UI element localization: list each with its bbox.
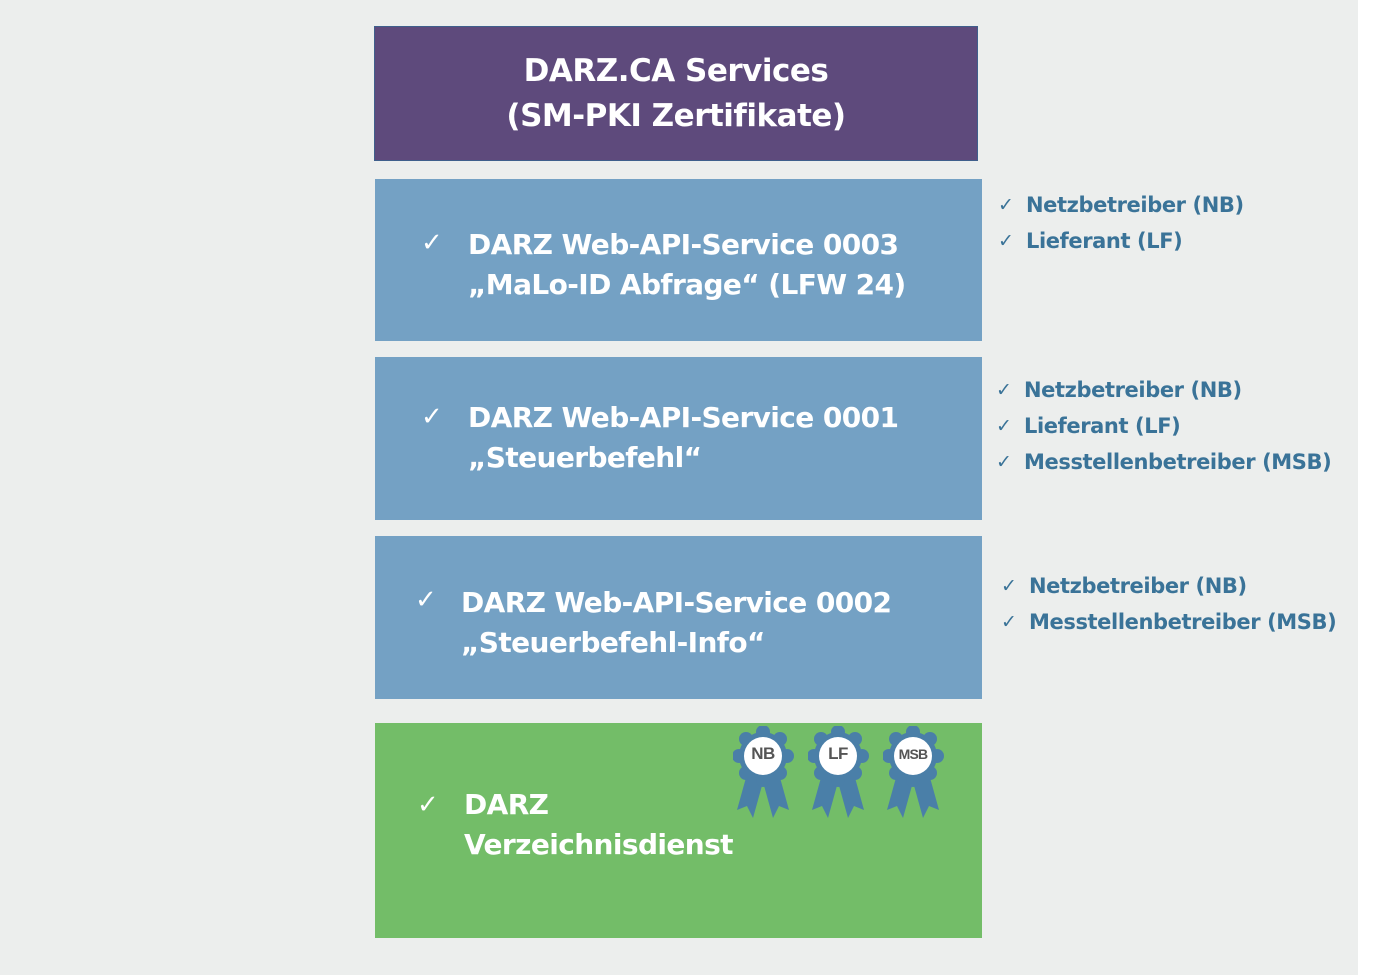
rosette-icon <box>808 726 869 818</box>
service-title: DARZ Web-API-Service 0001 „Steuerbefehl“ <box>468 398 899 478</box>
check-icon: ✓ <box>996 451 1012 473</box>
role-item: ✓ Messtellenbetreiber (MSB) <box>1001 604 1337 640</box>
service-name: DARZ Web-API-Service 0002 <box>461 586 892 619</box>
roles-list-0002: ✓ Netzbetreiber (NB) ✓ Messtellenbetreib… <box>1001 568 1337 640</box>
role-item: ✓ Lieferant (LF) <box>998 223 1244 259</box>
service-box-0001: ✓ DARZ Web-API-Service 0001 „Steuerbefeh… <box>375 357 982 520</box>
service-description: Verzeichnisdienst <box>464 828 734 861</box>
role-label: Messtellenbetreiber (MSB) <box>1024 450 1332 474</box>
service-box-0003: ✓ DARZ Web-API-Service 0003 „MaLo-ID Abf… <box>375 179 982 341</box>
check-icon: ✓ <box>421 402 443 432</box>
service-description: „Steuerbefehl-Info“ <box>461 626 765 659</box>
check-icon: ✓ <box>998 230 1014 252</box>
check-icon: ✓ <box>1001 611 1017 633</box>
badge-label: LF <box>828 744 848 763</box>
check-icon: ✓ <box>421 228 443 258</box>
check-icon: ✓ <box>996 415 1012 437</box>
role-item: ✓ Netzbetreiber (NB) <box>998 187 1244 223</box>
header-title: DARZ.CA Services <box>523 52 829 89</box>
service-title: DARZ Web-API-Service 0002 „Steuerbefehl-… <box>461 583 892 663</box>
role-item: ✓ Messtellenbetreiber (MSB) <box>996 444 1332 480</box>
role-item: ✓ Lieferant (LF) <box>996 408 1331 444</box>
darz-ca-services-header: DARZ.CA Services (SM-PKI Zertifikate) <box>374 26 978 161</box>
service-title: DARZ Verzeichnisdienst <box>464 785 734 865</box>
service-name: DARZ Web-API-Service 0001 <box>468 401 899 434</box>
role-label: Lieferant (LF) <box>1024 414 1181 438</box>
check-icon: ✓ <box>415 585 437 615</box>
rosette-icon <box>733 726 794 818</box>
role-label: Netzbetreiber (NB) <box>1024 378 1242 402</box>
roles-list-0001: ✓ Netzbetreiber (NB) ✓ Lieferant (LF) ✓ … <box>996 372 1332 480</box>
award-badge-icon: NB <box>733 726 797 822</box>
service-description: „MaLo-ID Abfrage“ (LFW 24) <box>468 268 906 301</box>
check-icon: ✓ <box>1001 575 1017 597</box>
role-label: Netzbetreiber (NB) <box>1029 574 1247 598</box>
service-box-0002: ✓ DARZ Web-API-Service 0002 „Steuerbefeh… <box>375 536 982 699</box>
award-badge-icon: MSB <box>883 726 947 822</box>
rosette-icon <box>883 726 944 818</box>
service-name: DARZ <box>464 788 549 821</box>
service-description: „Steuerbefehl“ <box>468 441 702 474</box>
award-badge-icon: LF <box>808 726 872 822</box>
check-icon: ✓ <box>998 194 1014 216</box>
role-label: Messtellenbetreiber (MSB) <box>1029 610 1337 634</box>
directory-service-box: ✓ DARZ Verzeichnisdienst <box>375 723 982 938</box>
header-subtitle: (SM-PKI Zertifikate) <box>506 97 846 134</box>
badge-label: MSB <box>898 746 929 762</box>
badge-label: NB <box>751 744 775 763</box>
roles-list-0003: ✓ Netzbetreiber (NB) ✓ Lieferant (LF) <box>998 187 1244 259</box>
service-name: DARZ Web-API-Service 0003 <box>468 228 899 261</box>
role-item: ✓ Netzbetreiber (NB) <box>996 372 1331 408</box>
service-title: DARZ Web-API-Service 0003 „MaLo-ID Abfra… <box>468 225 906 305</box>
role-label: Netzbetreiber (NB) <box>1026 193 1244 217</box>
role-item: ✓ Netzbetreiber (NB) <box>1001 568 1336 604</box>
check-icon: ✓ <box>996 379 1012 401</box>
role-label: Lieferant (LF) <box>1026 229 1183 253</box>
check-icon: ✓ <box>417 790 439 820</box>
role-badges: NB LF <box>733 726 947 822</box>
